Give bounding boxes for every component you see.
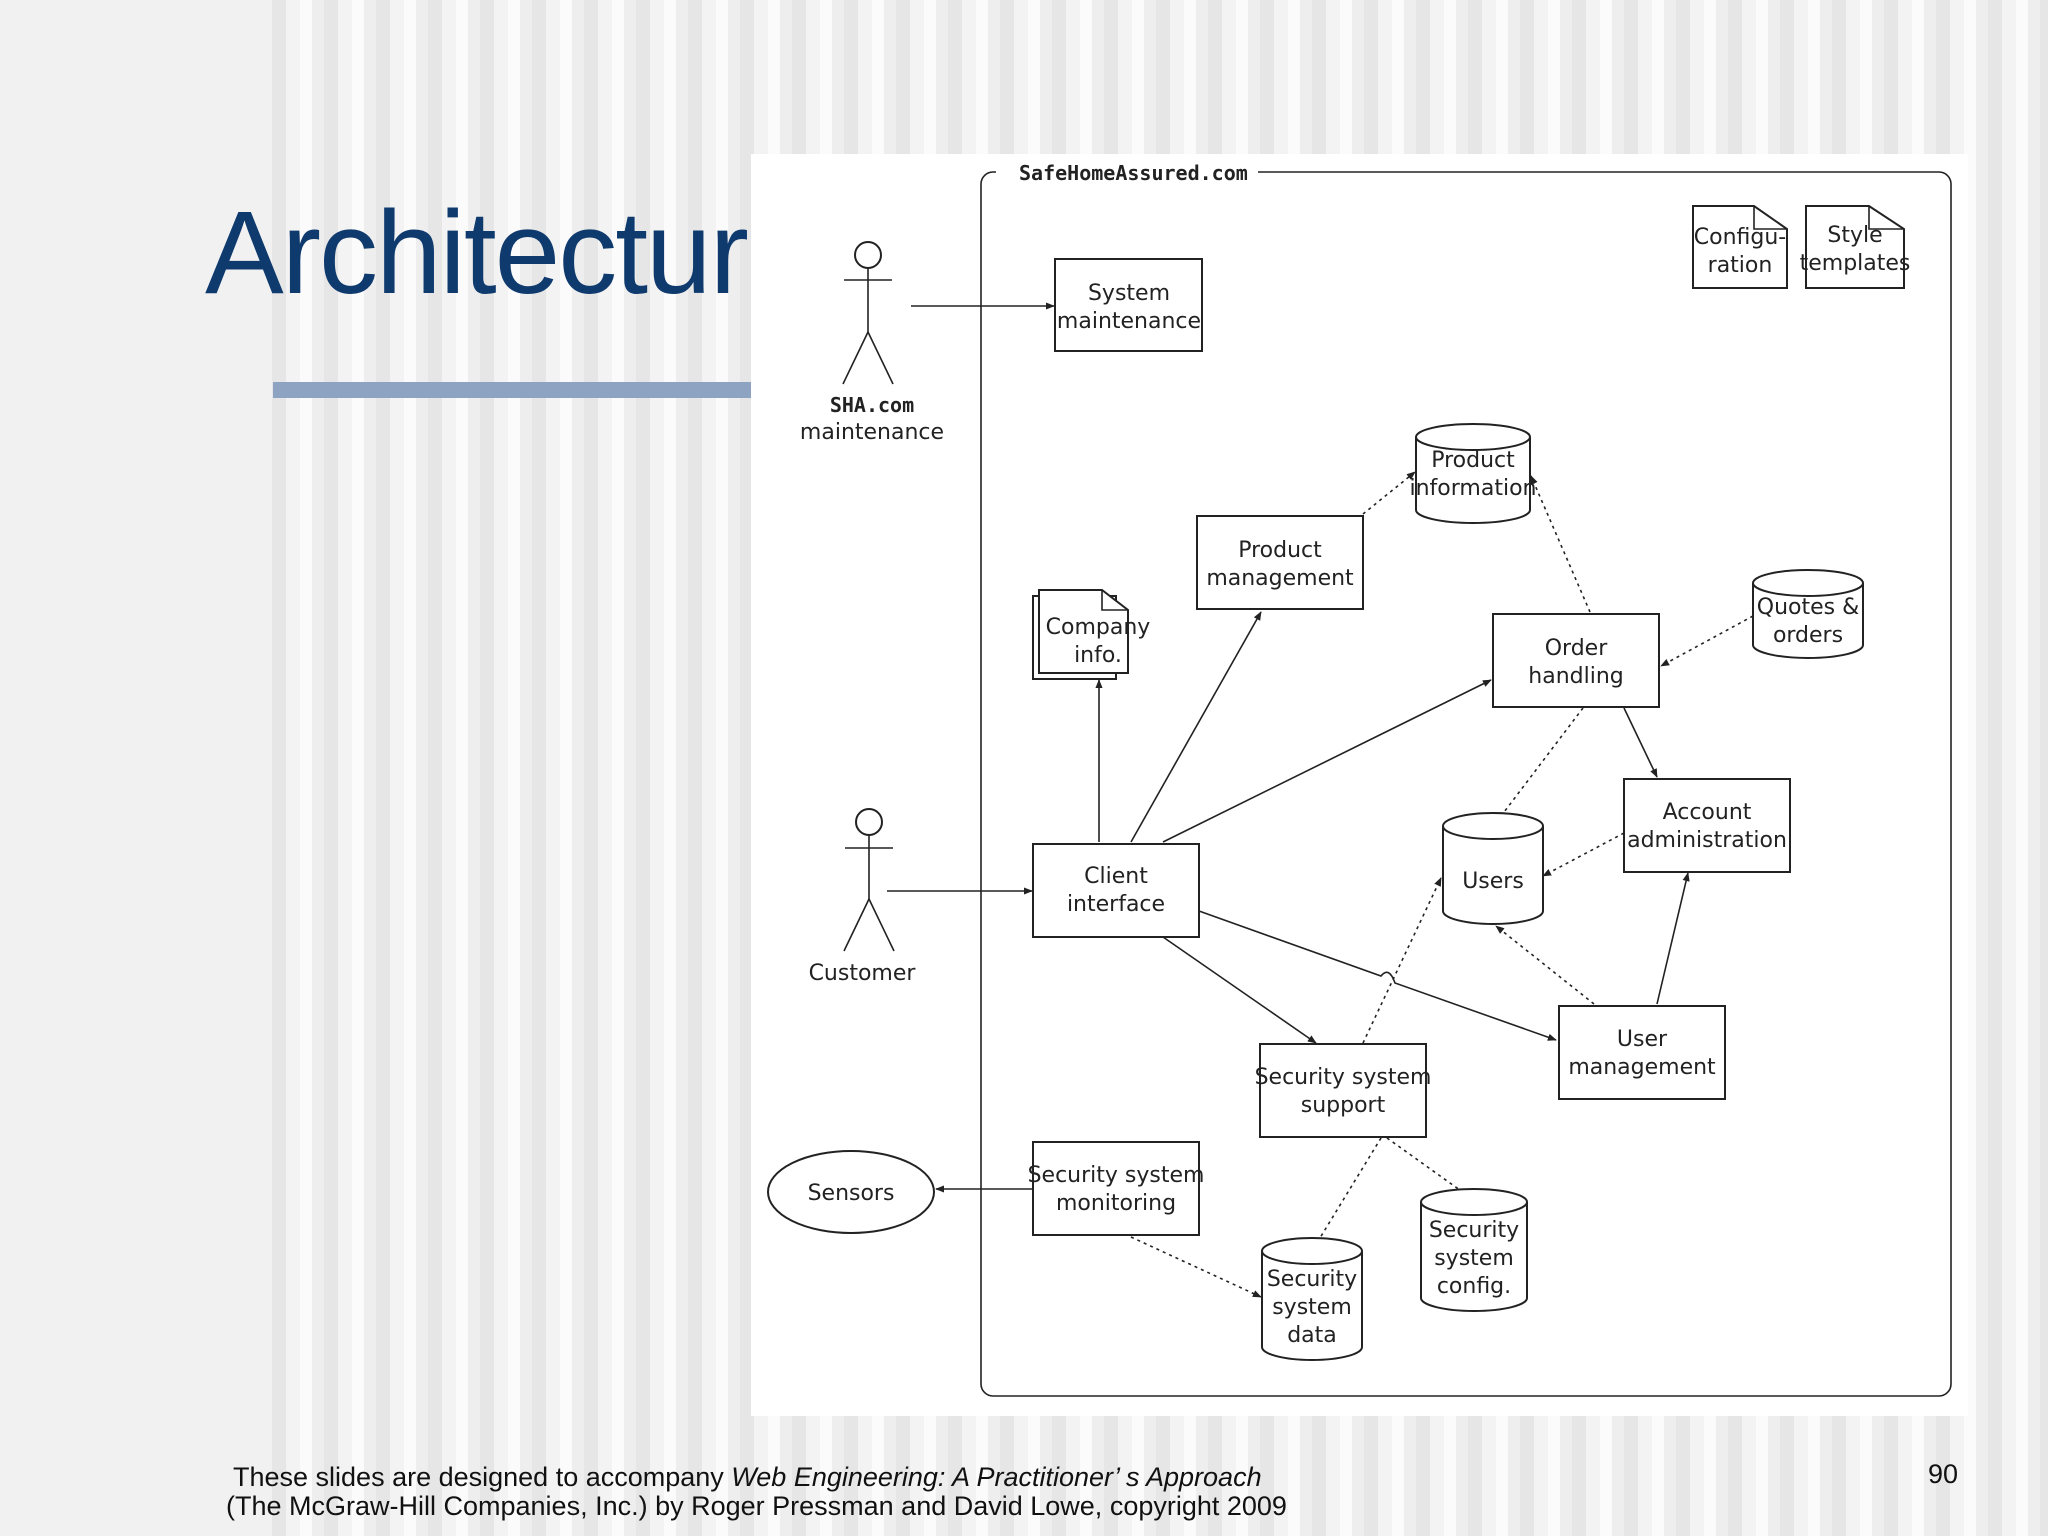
- box-label-line1: Security system: [1255, 1065, 1432, 1090]
- dotted-user-management-to-users: [1495, 925, 1595, 1005]
- boundary-label: SafeHomeAssured.com: [1019, 161, 1248, 185]
- box-label-line1: User: [1617, 1027, 1668, 1052]
- footer-book-title: Web Engineering: A Practitioner’ s Appro…: [731, 1462, 1262, 1492]
- store-label-line1: Security: [1267, 1267, 1357, 1292]
- datastore-users: Users: [1442, 812, 1544, 925]
- arrow-user-management-to-account-admin: [1656, 872, 1690, 1005]
- dotted-security-support-to-security-config: [1386, 1137, 1472, 1199]
- box-label-line1: Security system: [1028, 1163, 1205, 1188]
- connectors: [887, 302, 1754, 1298]
- actor-customer: Customer: [809, 808, 917, 986]
- slide-footer: These slides are designed to accompany W…: [226, 1463, 1287, 1521]
- store-label-line1: Product: [1431, 448, 1515, 473]
- actor-label-line2: maintenance: [800, 420, 944, 445]
- box-label-line2: management: [1206, 566, 1354, 591]
- sensors-ellipse: Sensors: [767, 1150, 935, 1234]
- box-client-interface: Client interface: [1032, 843, 1200, 938]
- box-label-line2: monitoring: [1056, 1191, 1176, 1216]
- doc-label-line2: info.: [1074, 643, 1122, 668]
- dotted-order-to-product-info: [1530, 475, 1591, 613]
- store-label-line2: system: [1272, 1295, 1352, 1320]
- footer-prefix: These slides are designed to accompany: [233, 1462, 732, 1492]
- store-label-line1: Quotes &: [1757, 595, 1860, 620]
- sensors-label: Sensors: [808, 1181, 895, 1206]
- actor-sha-maintenance: SHA.com maintenance: [800, 241, 944, 445]
- store-label-line2: system: [1434, 1246, 1514, 1271]
- arrow-client-to-user-management: [1198, 910, 1557, 1041]
- doc-label-line2: ration: [1708, 253, 1773, 278]
- footer-line-1: These slides are designed to accompany W…: [226, 1463, 1287, 1492]
- store-label-line2: orders: [1773, 623, 1843, 648]
- dotted-monitoring-to-security-data: [1130, 1236, 1262, 1298]
- box-account-administration: Account administration: [1623, 778, 1791, 873]
- document-configuration: Configu- ration: [1692, 205, 1788, 289]
- datastore-product-information: Product information: [1410, 423, 1537, 524]
- architecture-diagram: SafeHomeAssured.com SHA.com maintenance: [751, 154, 1968, 1416]
- box-label-line2: management: [1568, 1055, 1716, 1080]
- box-label-line1: Client: [1084, 864, 1148, 889]
- title-underline-bar: [273, 382, 753, 398]
- store-label-line2: information: [1410, 476, 1537, 501]
- box-label-line1: Order: [1545, 636, 1608, 661]
- datastore-security-system-data: Security system data: [1261, 1237, 1363, 1361]
- diagram-canvas: SafeHomeAssured.com SHA.com maintenance: [767, 160, 1952, 1397]
- dotted-quotes-to-order: [1660, 615, 1754, 667]
- store-label-line3: config.: [1437, 1274, 1511, 1299]
- arrow-order-to-account-admin: [1623, 707, 1658, 778]
- slide-title: Architecture: [205, 187, 813, 319]
- box-system-maintenance: System maintenance: [1054, 258, 1203, 352]
- slide-background-left: [0, 0, 272, 1536]
- box-label-line2: administration: [1627, 828, 1787, 853]
- doc-label-line1: Style: [1827, 223, 1882, 248]
- actor-label-line1: SHA.com: [830, 393, 914, 417]
- store-label-line3: data: [1287, 1323, 1337, 1348]
- box-order-handling: Order handling: [1492, 613, 1660, 708]
- arrow-client-to-product-management: [1130, 611, 1262, 843]
- arrow-client-to-security-support: [1162, 936, 1317, 1044]
- document-company-info: Company info.: [1032, 589, 1151, 680]
- dotted-security-support-to-users: [1362, 877, 1442, 1044]
- datastore-quotes-orders: Quotes & orders: [1752, 569, 1864, 659]
- dotted-security-support-to-security-data: [1311, 1137, 1382, 1252]
- doc-label-line2: templates: [1800, 251, 1911, 276]
- store-label: Users: [1462, 869, 1524, 894]
- box-label-line1: Account: [1663, 800, 1752, 825]
- box-security-system-monitoring: Security system monitoring: [1028, 1141, 1205, 1236]
- box-label-line2: maintenance: [1057, 309, 1201, 334]
- dotted-account-admin-to-users: [1542, 832, 1625, 877]
- dotted-product-management-to-product-info: [1362, 471, 1416, 515]
- dotted-order-to-users: [1494, 707, 1584, 825]
- system-boundary: SafeHomeAssured.com: [980, 160, 1952, 1397]
- box-label-line2: interface: [1067, 892, 1165, 917]
- box-security-system-support: Security system support: [1255, 1043, 1432, 1138]
- arrow-client-to-order-handling: [1162, 679, 1492, 843]
- box-label-line2: support: [1301, 1093, 1386, 1118]
- datastore-security-system-config: Security system config.: [1420, 1188, 1528, 1312]
- doc-label-line1: Company: [1046, 615, 1151, 640]
- actor-customer-label: Customer: [809, 961, 917, 986]
- box-label-line1: System: [1088, 281, 1170, 306]
- box-user-management: User management: [1558, 1005, 1726, 1100]
- store-label-line1: Security: [1429, 1218, 1519, 1243]
- box-label-line1: Product: [1238, 538, 1322, 563]
- footer-line-2: (The McGraw-Hill Companies, Inc.) by Rog…: [226, 1491, 1287, 1521]
- doc-label-line1: Configu-: [1694, 225, 1786, 250]
- slide-number: 90: [1928, 1459, 1959, 1489]
- box-product-management: Product management: [1196, 515, 1364, 610]
- box-label-line2: handling: [1528, 664, 1623, 689]
- document-style-templates: Style templates: [1800, 205, 1911, 289]
